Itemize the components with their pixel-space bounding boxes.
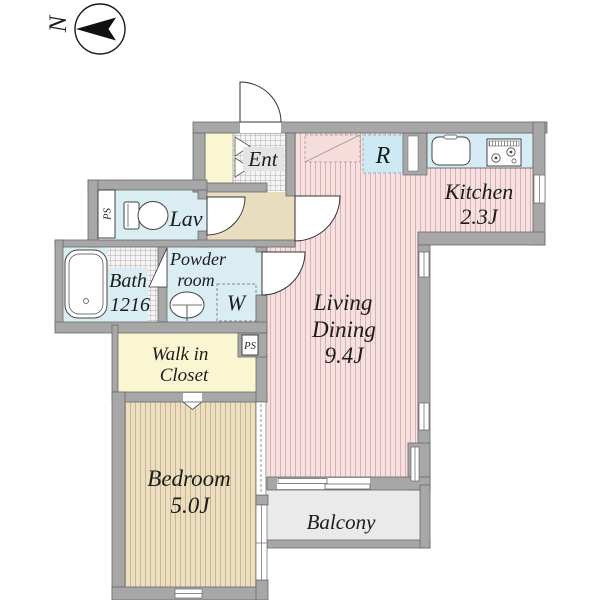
compass-north-label: N [45,14,72,33]
label-kitchen-size: 2.3J [460,204,499,229]
shoe-cabinet [204,132,234,184]
label-entrance: Ent [247,147,278,171]
hallway-door-arc [294,195,341,242]
label-living-line1: Living [313,290,373,315]
fixtures [64,132,534,322]
bathtub-icon [64,249,108,319]
lavatory-door-arc [206,196,246,236]
wall [87,179,208,191]
balcony-railing [266,539,431,549]
living-corner-window [410,446,420,482]
doors [148,81,341,411]
kitchen-sink-icon [431,134,471,166]
toilet-icon [123,201,169,230]
label-lavatory: Lav [169,206,203,231]
balcony-sliding-door [277,478,371,490]
label-powder-line2: room [177,270,214,290]
balcony [267,490,420,540]
label-kitchen: Kitchen [444,179,513,204]
bedroom-closet-door [181,393,204,411]
label-living-line2: Dining [311,317,376,342]
kitchen-window [533,174,546,204]
label-wic-line1: Walk in [152,344,209,365]
stove-icon [486,138,522,167]
wall [255,354,268,403]
label-ps-right: PS [243,341,256,352]
north-arrow-icon [76,17,116,41]
label-washer: W [227,290,247,315]
wall [54,239,296,248]
label-bedroom-size: 5.0J [171,493,212,518]
wall [417,231,546,246]
labels: Ent R Kitchen 2.3J Lav Bath 1216 Powder … [103,143,514,534]
ps-box-left [97,189,116,239]
bedroom-living-slider [255,401,267,496]
wall [111,324,119,393]
bath-tile-strip-right [148,268,158,322]
living-window-upper [418,251,430,278]
bedroom-balcony-window [255,504,268,581]
living-window-lower [418,402,430,431]
label-living-size: 9.4J [325,343,366,368]
wall [87,179,99,248]
powder-room-door-arc [261,251,306,296]
refrigerator-space-box [362,134,404,174]
label-refrigerator: R [375,143,391,169]
balcony-railing-right [419,484,431,549]
shoe-cabinet-doors [234,136,251,178]
wall [255,579,269,600]
bath-tile-strip-top [107,247,158,268]
wall [192,121,548,134]
room-bedroom [125,402,256,587]
label-bath: Bath [109,270,147,292]
washbasin-icon [169,291,205,321]
entrance-opening [240,122,281,133]
wall [255,246,268,253]
label-ps-left: PS [103,207,114,220]
ent-label-bg [243,147,284,171]
entrance-door-arc [239,81,282,123]
label-powder-line1: Powder [169,249,227,269]
label-bath-size: 1216 [110,294,150,316]
wall [285,132,296,197]
compass: N [45,3,126,55]
cabinet-door-triangle [234,157,251,178]
cabinet-door-triangle [234,136,251,157]
windows [174,122,546,599]
counter-dashed-box [304,134,361,163]
kitchen-partition-slot [407,135,419,172]
wall [54,321,268,334]
bedroom-bottom-window [174,588,203,599]
wall [111,391,126,600]
ps-box-right [241,334,259,356]
wall [197,189,208,200]
wall [54,239,64,331]
pipe-spaces [97,189,259,356]
room-living-dining [267,247,418,477]
wall [255,494,269,506]
label-balcony: Balcony [307,510,376,534]
label-wic-line2: Closet [160,365,209,386]
room-walk-in-closet [118,333,258,392]
bath-door [148,247,168,288]
label-bedroom: Bedroom [147,466,230,491]
